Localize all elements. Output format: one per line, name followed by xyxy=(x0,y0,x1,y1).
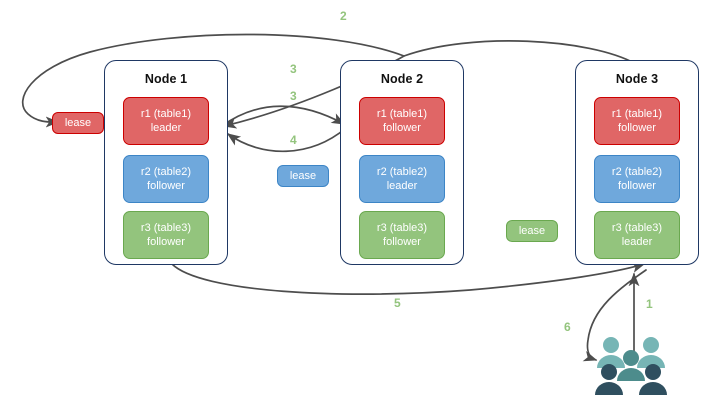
lease-r3-badge[interactable]: lease xyxy=(506,220,558,242)
node-2-replica-r2-line1: r2 (table2) xyxy=(376,166,428,178)
node-2-replica-r1[interactable]: r1 (table1) follower xyxy=(359,97,445,145)
users-icon xyxy=(595,337,667,395)
node-3-replica-r3[interactable]: r3 (table3) leader xyxy=(594,211,680,259)
node-2-replica-r1-line1: r1 (table1) xyxy=(376,108,428,120)
node-2-replica-r3-line2: follower xyxy=(383,236,421,248)
node-1-replica-r1-line2: leader xyxy=(150,122,182,134)
node-3-replica-r2[interactable]: r2 (table2) follower xyxy=(594,155,680,203)
node-3-replica-r3-line2: leader xyxy=(621,236,653,248)
node-1-container[interactable]: Node 1 r1 (table1) leader r2 (table2) fo… xyxy=(104,60,228,265)
node-1-replica-r3-line1: r3 (table3) xyxy=(140,222,192,234)
edge-label-3a: 3 xyxy=(290,62,297,76)
edge-label-2: 2 xyxy=(340,9,347,23)
node-1-replica-r1[interactable]: r1 (table1) leader xyxy=(123,97,209,145)
node-3-replica-r3-line1: r3 (table3) xyxy=(611,222,663,234)
edge-label-6: 6 xyxy=(564,320,571,334)
node-2-replica-r2-line2: leader xyxy=(386,180,418,192)
node-2-replica-r3-line1: r3 (table3) xyxy=(376,222,428,234)
edge-label-4: 4 xyxy=(290,133,297,147)
edge-label-5: 5 xyxy=(394,296,401,310)
edge-label-1: 1 xyxy=(646,297,653,311)
edge-4-arrow xyxy=(226,127,347,153)
node-3-replica-r2-line1: r2 (table2) xyxy=(611,166,663,178)
edge-label-3b: 3 xyxy=(290,89,297,103)
node-2-container[interactable]: Node 2 r1 (table1) follower r2 (table2) … xyxy=(340,60,464,265)
node-3-replica-r1-line1: r1 (table1) xyxy=(611,108,663,120)
node-1-replica-r3[interactable]: r3 (table3) follower xyxy=(123,211,209,259)
node-3-title: Node 3 xyxy=(615,72,659,86)
node-1-replica-r3-line2: follower xyxy=(147,236,185,248)
node-2-replica-r1-line2: follower xyxy=(383,122,421,134)
lease-r1-badge[interactable]: lease xyxy=(52,112,104,134)
lease-r2-badge[interactable]: lease xyxy=(277,165,329,187)
node-3-replica-r1[interactable]: r1 (table1) follower xyxy=(594,97,680,145)
node-1-replica-r2-line2: follower xyxy=(147,180,185,192)
edge-5-arrow xyxy=(171,262,646,295)
node-2-replica-r3[interactable]: r3 (table3) follower xyxy=(359,211,445,259)
edge-3b-arrow xyxy=(221,105,346,127)
node-3-replica-r2-line2: follower xyxy=(618,180,656,192)
node-1-title: Node 1 xyxy=(144,72,188,86)
node-3-container[interactable]: Node 3 r1 (table1) follower r2 (table2) … xyxy=(575,60,699,265)
node-3-replica-r1-line2: follower xyxy=(618,122,656,134)
node-1-replica-r2-line1: r2 (table2) xyxy=(140,166,192,178)
node-1-replica-r1-line1: r1 (table1) xyxy=(140,108,192,120)
node-2-replica-r2[interactable]: r2 (table2) leader xyxy=(359,155,445,203)
node-2-title: Node 2 xyxy=(380,72,424,86)
node-1-replica-r2[interactable]: r2 (table2) follower xyxy=(123,155,209,203)
